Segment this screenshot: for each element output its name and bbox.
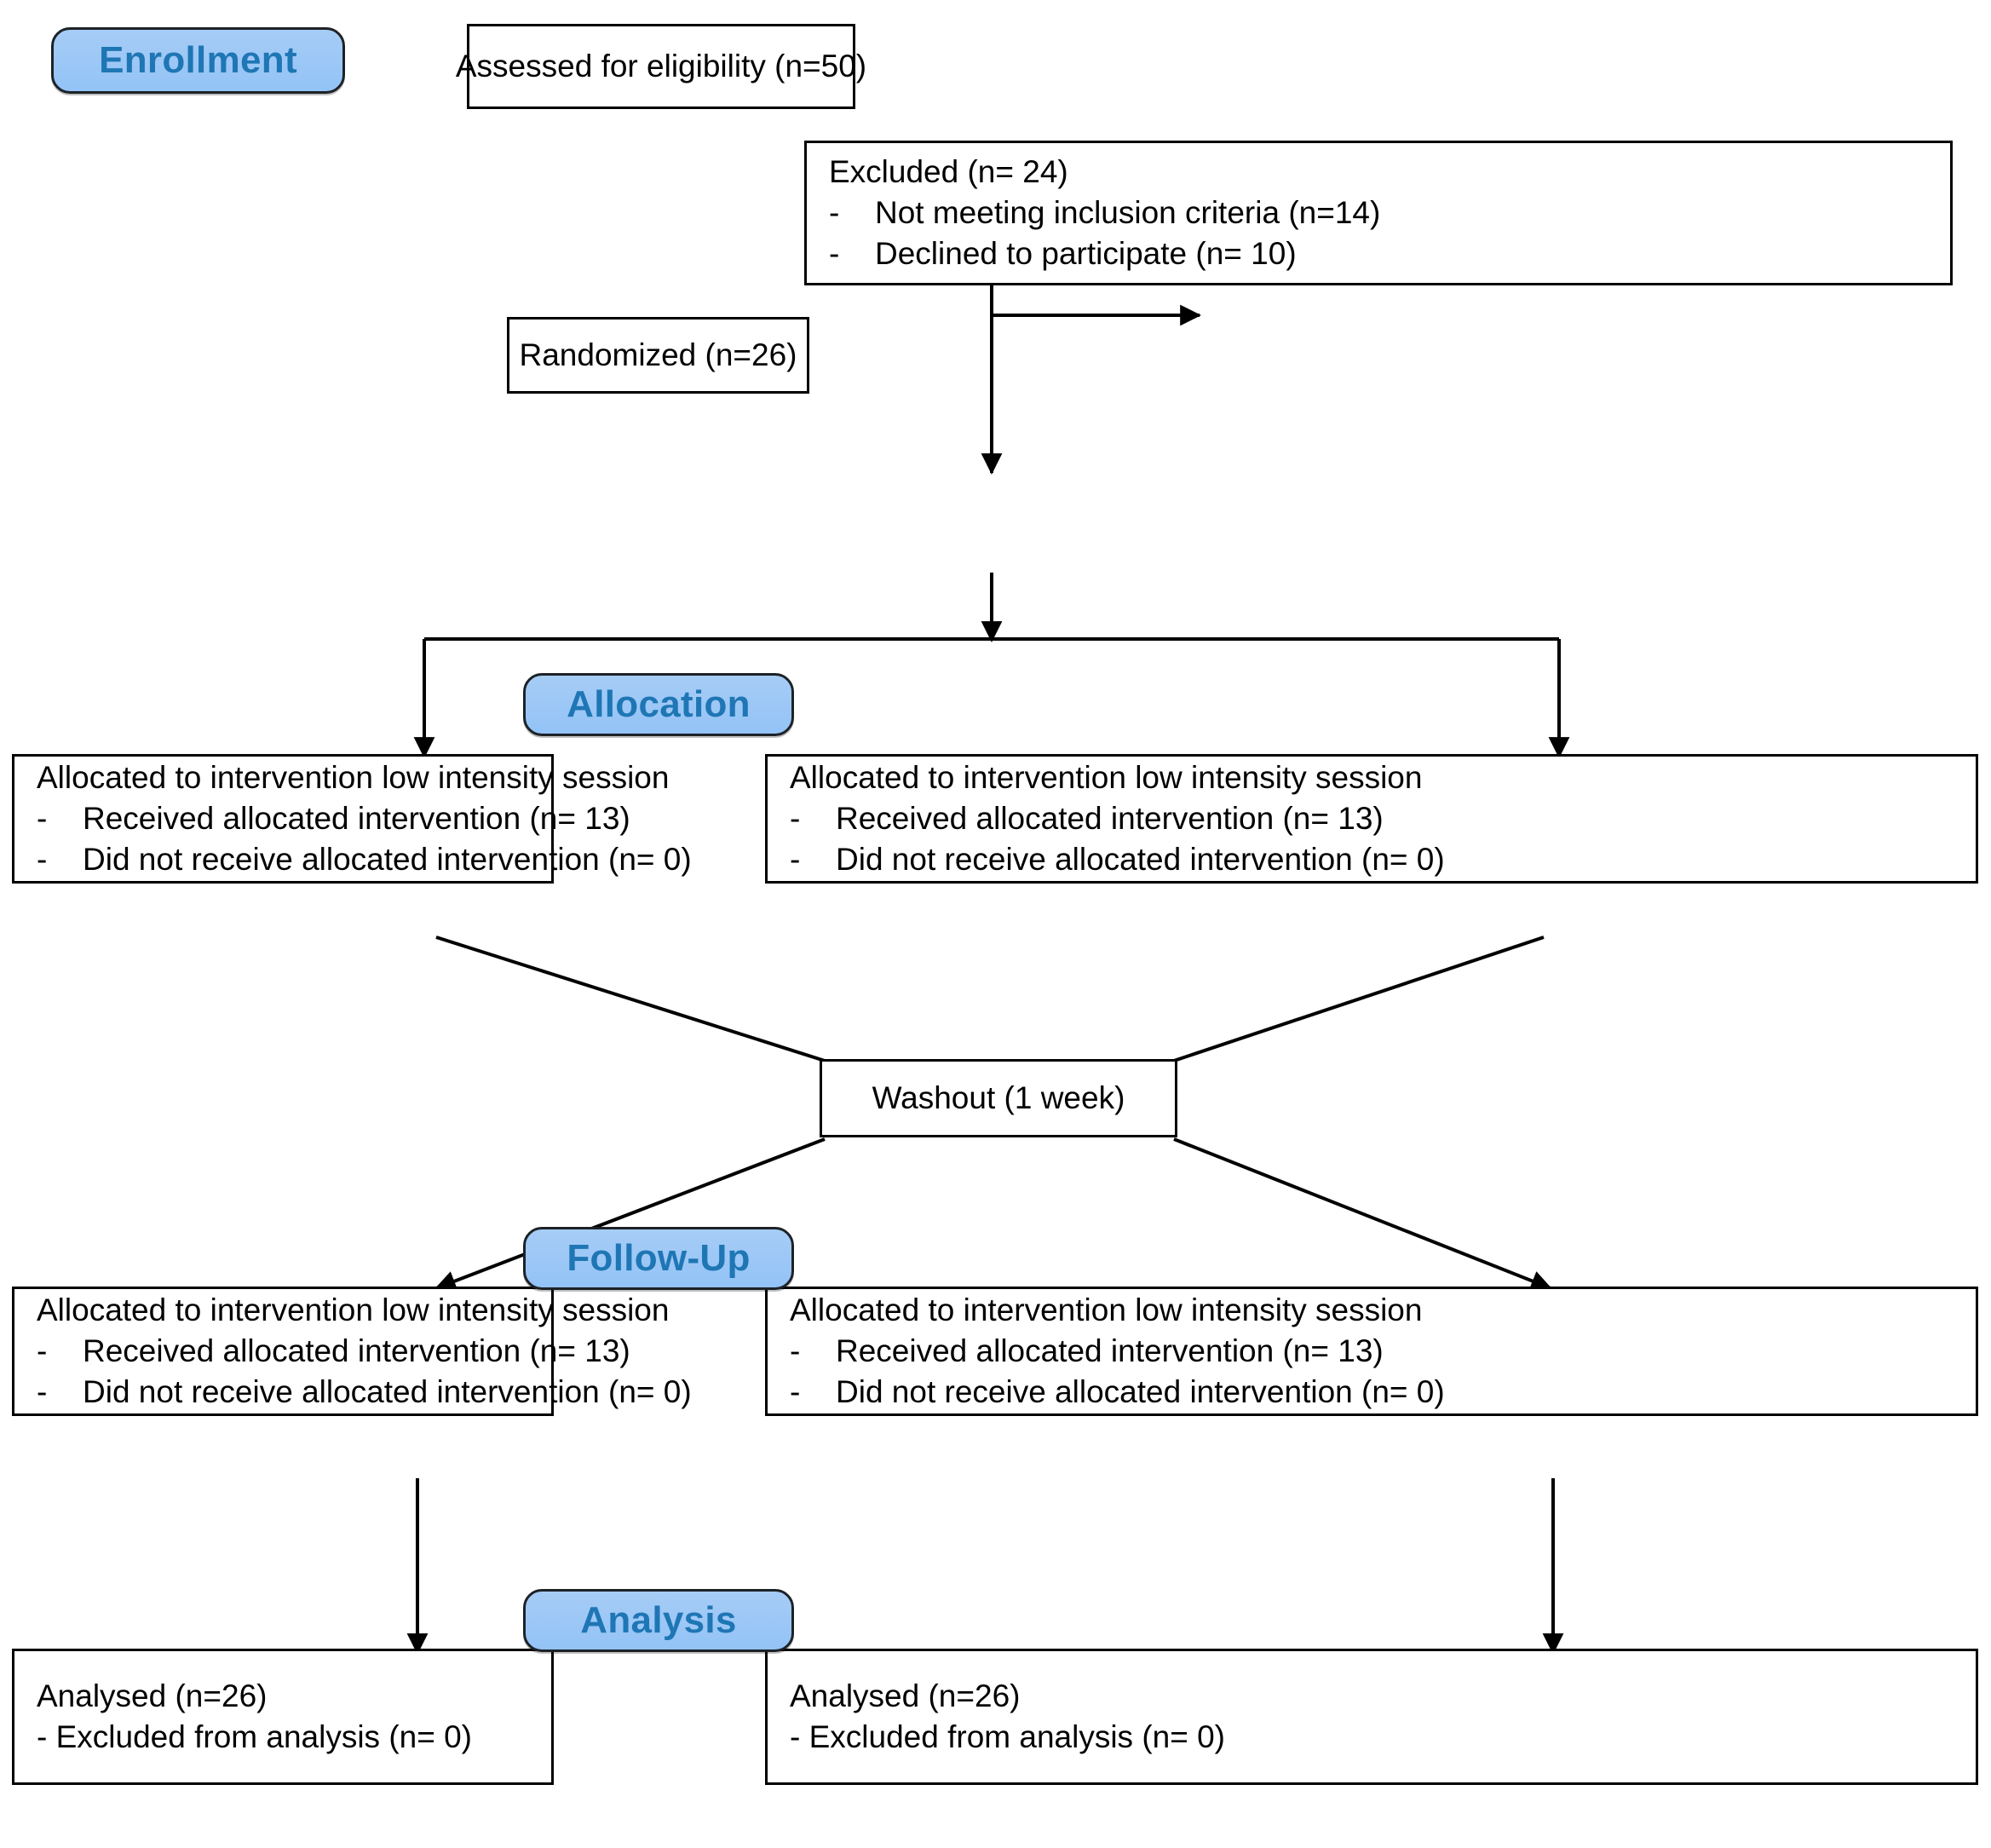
node-followup-left-bullet: - Did not receive allocated intervention…	[37, 1372, 692, 1413]
connector-washout-to-followup-right	[1173, 1137, 1552, 1292]
bullet-marker: -	[790, 1333, 801, 1368]
node-excluded: Excluded (n= 24) - Not meeting inclusion…	[804, 141, 1953, 285]
bullet-label: Did not receive allocated intervention (…	[836, 1374, 1445, 1410]
node-allocation-right-heading: Allocated to intervention low intensity …	[790, 759, 1423, 795]
node-followup-right-heading: Allocated to intervention low intensity …	[790, 1292, 1423, 1327]
bullet-label: Did not receive allocated intervention (…	[836, 842, 1445, 878]
bullet-marker: -	[37, 1374, 48, 1410]
node-analysis-left: Analysed (n=26) - Excluded from analysis…	[12, 1649, 554, 1785]
node-followup-left-bullet: - Received allocated intervention (n= 13…	[37, 1331, 630, 1372]
node-analysis-left-sub: - Excluded from analysis (n= 0)	[37, 1719, 473, 1754]
node-analysis-right-sub: - Excluded from analysis (n= 0)	[790, 1719, 1226, 1754]
node-followup-left: Allocated to intervention low intensity …	[12, 1287, 692, 1416]
bullet-label: Received allocated intervention (n= 13)	[836, 800, 1384, 836]
bullet-label: Received allocated intervention (n= 13)	[83, 800, 630, 836]
node-followup-right-bullet: - Did not receive allocated intervention…	[790, 1372, 1954, 1413]
bullet-marker: -	[37, 1333, 48, 1368]
node-allocation-left-bullet: - Received allocated intervention (n= 13…	[37, 798, 630, 839]
node-randomized: Randomized (n=26)	[507, 317, 809, 394]
node-analysis-right-heading: Analysed (n=26)	[790, 1678, 1021, 1713]
node-randomized-line: Randomized (n=26)	[519, 337, 797, 372]
bullet-marker: -	[790, 1374, 801, 1410]
node-assessed-line: Assessed for eligibility (n=50)	[455, 48, 867, 83]
node-allocation-left-bullet: - Did not receive allocated intervention…	[37, 839, 692, 880]
node-allocation-right: Allocated to intervention low intensity …	[765, 754, 1978, 884]
stage-badge-analysis: Analysis	[523, 1589, 794, 1652]
bullet-label: Not meeting inclusion criteria (n=14)	[875, 194, 1381, 230]
bullet-marker: -	[790, 800, 801, 836]
node-followup-left-heading: Allocated to intervention low intensity …	[37, 1292, 670, 1327]
bullet-marker: -	[829, 194, 840, 230]
stage-badge-follow-up: Follow-Up	[523, 1227, 794, 1290]
bullet-marker: -	[790, 842, 801, 878]
node-excluded-heading: Excluded (n= 24)	[829, 153, 1068, 189]
node-allocation-right-bullet: - Received allocated intervention (n= 13…	[790, 798, 1954, 839]
bullet-marker: -	[37, 800, 48, 836]
connector-allocation-right-to-washout	[1173, 936, 1545, 1062]
node-allocation-right-bullet: - Did not receive allocated intervention…	[790, 839, 1954, 880]
bullet-label: Did not receive allocated intervention (…	[83, 1374, 692, 1410]
node-allocation-left: Allocated to intervention low intensity …	[12, 754, 692, 884]
bullet-marker: -	[829, 236, 840, 272]
node-allocation-left-heading: Allocated to intervention low intensity …	[37, 759, 670, 795]
bullet-marker: -	[37, 842, 48, 878]
stage-badge-allocation: Allocation	[523, 673, 794, 736]
node-analysis-right: Analysed (n=26) - Excluded from analysis…	[765, 1649, 1978, 1785]
node-washout: Washout (1 week)	[820, 1059, 1177, 1137]
stage-badge-enrollment: Enrollment	[51, 27, 345, 94]
node-excluded-bullet: - Declined to participate (n= 10)	[829, 233, 1928, 274]
node-excluded-bullet: - Not meeting inclusion criteria (n=14)	[829, 193, 1928, 233]
node-followup-right-bullet: - Received allocated intervention (n= 13…	[790, 1331, 1954, 1372]
node-assessed-for-eligibility: Assessed for eligibility (n=50)	[456, 24, 866, 109]
node-followup-right: Allocated to intervention low intensity …	[765, 1287, 1978, 1416]
bullet-label: Received allocated intervention (n= 13)	[836, 1333, 1384, 1368]
bullet-label: Did not receive allocated intervention (…	[83, 842, 692, 878]
node-washout-line: Washout (1 week)	[872, 1079, 1125, 1115]
node-analysis-left-heading: Analysed (n=26)	[37, 1678, 268, 1713]
bullet-label: Received allocated intervention (n= 13)	[83, 1333, 630, 1368]
connector-allocation-left-to-washout	[435, 936, 826, 1062]
bullet-label: Declined to participate (n= 10)	[875, 236, 1297, 272]
